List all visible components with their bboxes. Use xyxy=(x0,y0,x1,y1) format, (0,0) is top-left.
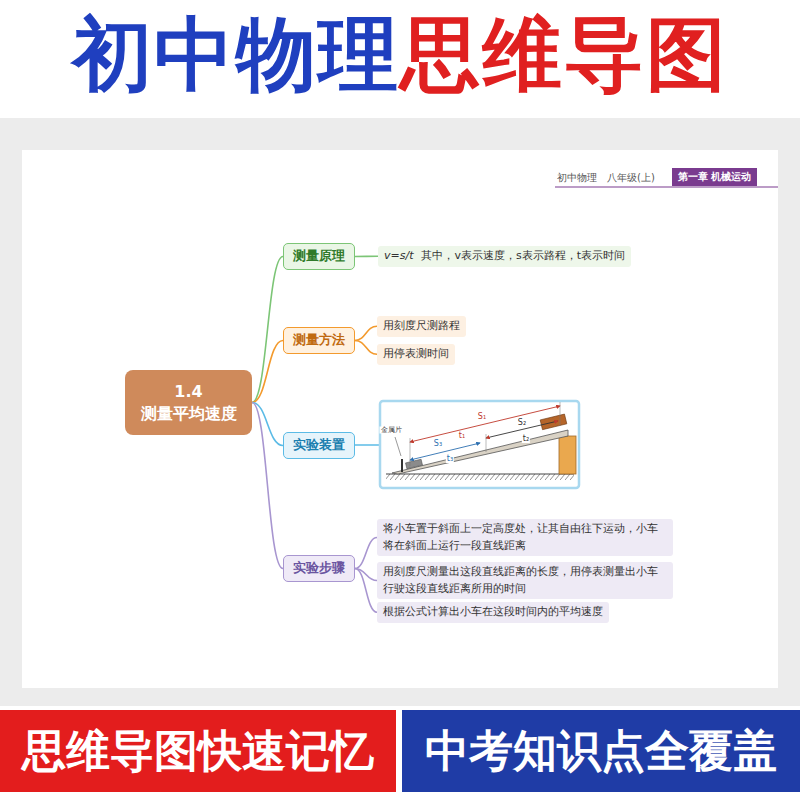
branch-box: 测量原理 xyxy=(283,243,355,270)
branch-connector xyxy=(252,403,283,569)
node-text: 将小车置于斜面上一定高度处，让其自由往下运动，小车将在斜面上运行一段直线距离 xyxy=(383,522,658,552)
banner-text: 思维导图快速记忆 xyxy=(22,722,374,781)
branch-connector xyxy=(355,568,377,612)
dimension-s1 xyxy=(410,406,560,442)
plate-leader xyxy=(395,437,401,456)
node-text: 测量方法 xyxy=(293,332,345,347)
node-text: 1.4 测量平均速度 xyxy=(133,381,244,424)
branch-connector xyxy=(252,256,283,402)
ground-line xyxy=(386,474,574,475)
tick xyxy=(410,438,411,466)
branch-connector xyxy=(252,340,283,402)
node-text: 用刻度尺测量出这段直线距离的长度，用停表测量出小车行驶这段直线距离所用的时间 xyxy=(383,565,658,595)
metal-plate xyxy=(401,459,403,472)
branch-connector xyxy=(355,326,377,340)
dimension-label: t₃ xyxy=(446,455,454,463)
red-banner: 思维导图快速记忆 xyxy=(0,710,396,792)
title-row: 初中物理思维导图 xyxy=(0,6,800,106)
cart-end xyxy=(406,459,423,469)
branch-connector xyxy=(355,538,377,569)
node-text: 实验装置 xyxy=(293,437,345,452)
picture-frame xyxy=(380,401,579,488)
formula-box: v=s/t 其中，v表示速度，s表示路程，t表示时间 xyxy=(378,246,631,267)
step-box: 将小车置于斜面上一定高度处，让其自由往下运动，小车将在斜面上运行一段直线距离 xyxy=(377,519,673,556)
node-text: 用刻度尺测路程 xyxy=(383,319,460,332)
dimension-label: S₁ xyxy=(477,413,487,421)
dimension-label: S₂ xyxy=(517,419,527,427)
tick xyxy=(560,402,561,426)
branch-box: 实验步骤 xyxy=(283,555,355,582)
header-rule xyxy=(555,186,778,187)
node-text: v=s/t xyxy=(384,249,413,262)
leaf-box: 用停表测时间 xyxy=(377,344,455,365)
banner-text: 中考知识点全覆盖 xyxy=(425,722,777,781)
branch-connector xyxy=(355,255,378,257)
title-text: 思维导图 xyxy=(400,2,728,110)
incline xyxy=(392,430,568,474)
branch-connector xyxy=(355,340,377,354)
step-box: 用刻度尺测量出这段直线距离的长度，用停表测量出小车行驶这段直线距离所用的时间 xyxy=(377,562,673,599)
branch-box: 测量方法 xyxy=(283,327,355,354)
dimension-label: S₃ xyxy=(433,440,443,448)
title-text: 初中物理 xyxy=(72,2,400,110)
support-block xyxy=(559,436,576,474)
branch-box: 实验装置 xyxy=(283,432,355,459)
leaf-box: 用刻度尺测路程 xyxy=(377,316,466,337)
node-text: 用停表测时间 xyxy=(383,347,449,360)
part-name: 金属片 xyxy=(380,427,403,434)
dimension-label: t₁ xyxy=(458,432,466,440)
dimension-label: t₂ xyxy=(522,435,530,443)
node-text: 测量原理 xyxy=(293,248,345,263)
topic-box: 1.4 测量平均速度 xyxy=(125,370,252,435)
node-text: 根据公式计算出小车在这段时间内的平均速度 xyxy=(383,605,603,618)
step-box: 根据公式计算出小车在这段时间内的平均速度 xyxy=(377,602,609,623)
ground-hatch xyxy=(386,474,574,480)
chapter-tag: 第一章 机械运动 xyxy=(672,168,757,186)
tick xyxy=(486,434,487,452)
node-text: 其中，v表示速度，s表示路程，t表示时间 xyxy=(421,249,625,262)
node-text: 实验步骤 xyxy=(293,560,345,575)
blue-banner: 中考知识点全覆盖 xyxy=(402,710,800,792)
header-text: 初中物理 八年级(上) xyxy=(557,171,655,185)
